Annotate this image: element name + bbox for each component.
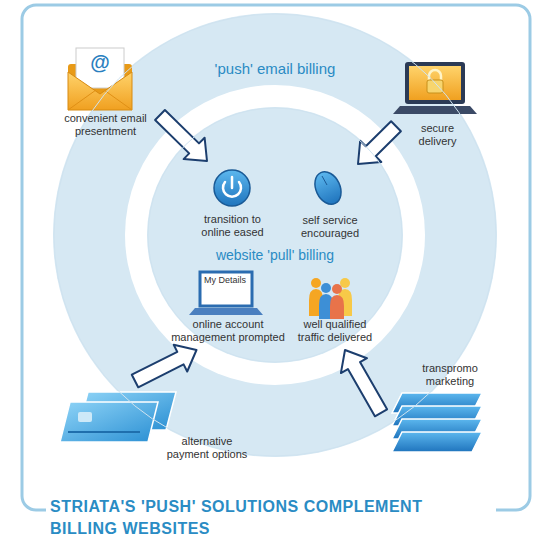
circle-outline: [148, 108, 402, 362]
node-text: secure delivery: [408, 122, 468, 148]
people-icon: [321, 283, 331, 293]
node-text: online account management prompted: [168, 318, 288, 344]
people-icon: [332, 284, 342, 294]
block-arrow: [155, 110, 207, 161]
mouse-icon: [310, 168, 346, 209]
feature-node: transpromo marketing: [385, 360, 485, 456]
laptop-icon: [189, 272, 263, 315]
power-icon: [231, 177, 234, 188]
node-text: transition to online eased: [194, 213, 272, 239]
node-text: transpromo marketing: [417, 362, 483, 388]
circle-outline: [54, 14, 496, 456]
inner-disc: website 'pull' billing transition to onli…: [147, 107, 403, 363]
node-text: convenient email presentment: [58, 112, 153, 138]
outer-band: [53, 13, 497, 457]
people-icon: [311, 278, 321, 288]
mouse-icon: [322, 176, 327, 185]
people-icon: [309, 278, 352, 319]
frame: [22, 5, 530, 510]
at-symbol: @: [86, 51, 114, 73]
cards-icon: [68, 431, 140, 433]
feature-node: secure delivery: [400, 55, 475, 150]
white-ring: [125, 85, 425, 385]
laptop-icon: [200, 272, 252, 306]
block-arrow: [132, 345, 197, 388]
title: STRIATA'S 'PUSH' SOLUTIONS COMPLEMENT BI…: [46, 496, 496, 540]
cards-icon: [78, 412, 92, 422]
power-icon: [214, 170, 250, 206]
stack-icon: [392, 432, 482, 452]
stack-icon: [392, 393, 482, 452]
screen-text: My Details: [204, 275, 248, 285]
cards-icon: [60, 392, 176, 442]
people-icon: [330, 295, 344, 319]
node-text: alternative payment options: [161, 435, 253, 461]
envelope-icon: [68, 90, 96, 110]
feature-node: alternative payment options: [55, 385, 255, 463]
block-arrow: [358, 121, 401, 164]
block-arrow: [341, 350, 387, 416]
benefit-node: transition to online eased: [190, 165, 275, 241]
node-text: self service encouraged: [294, 214, 366, 240]
ring-band: 'push' email billing convenient email pre…: [53, 13, 497, 457]
people-icon: [340, 278, 350, 288]
mouse-icon: [310, 168, 346, 209]
cards-icon: [60, 402, 158, 442]
power-icon: [214, 170, 250, 206]
inner-disc: [147, 107, 403, 363]
circle-outline: [53, 13, 497, 457]
benefit-node: self service encouraged: [290, 168, 370, 242]
envelope-icon: [68, 72, 132, 110]
band-title: website 'pull' billing: [147, 247, 403, 264]
benefit-node: well qualified traffic delivered: [285, 268, 385, 346]
laptop-icon: [189, 308, 263, 315]
laptop-lock-icon: [393, 106, 477, 114]
band-title: 'push' email billing: [53, 60, 497, 78]
node-text: well qualified traffic delivered: [289, 318, 381, 344]
envelope-icon: [104, 90, 132, 110]
laptop-lock-icon: [393, 62, 477, 114]
